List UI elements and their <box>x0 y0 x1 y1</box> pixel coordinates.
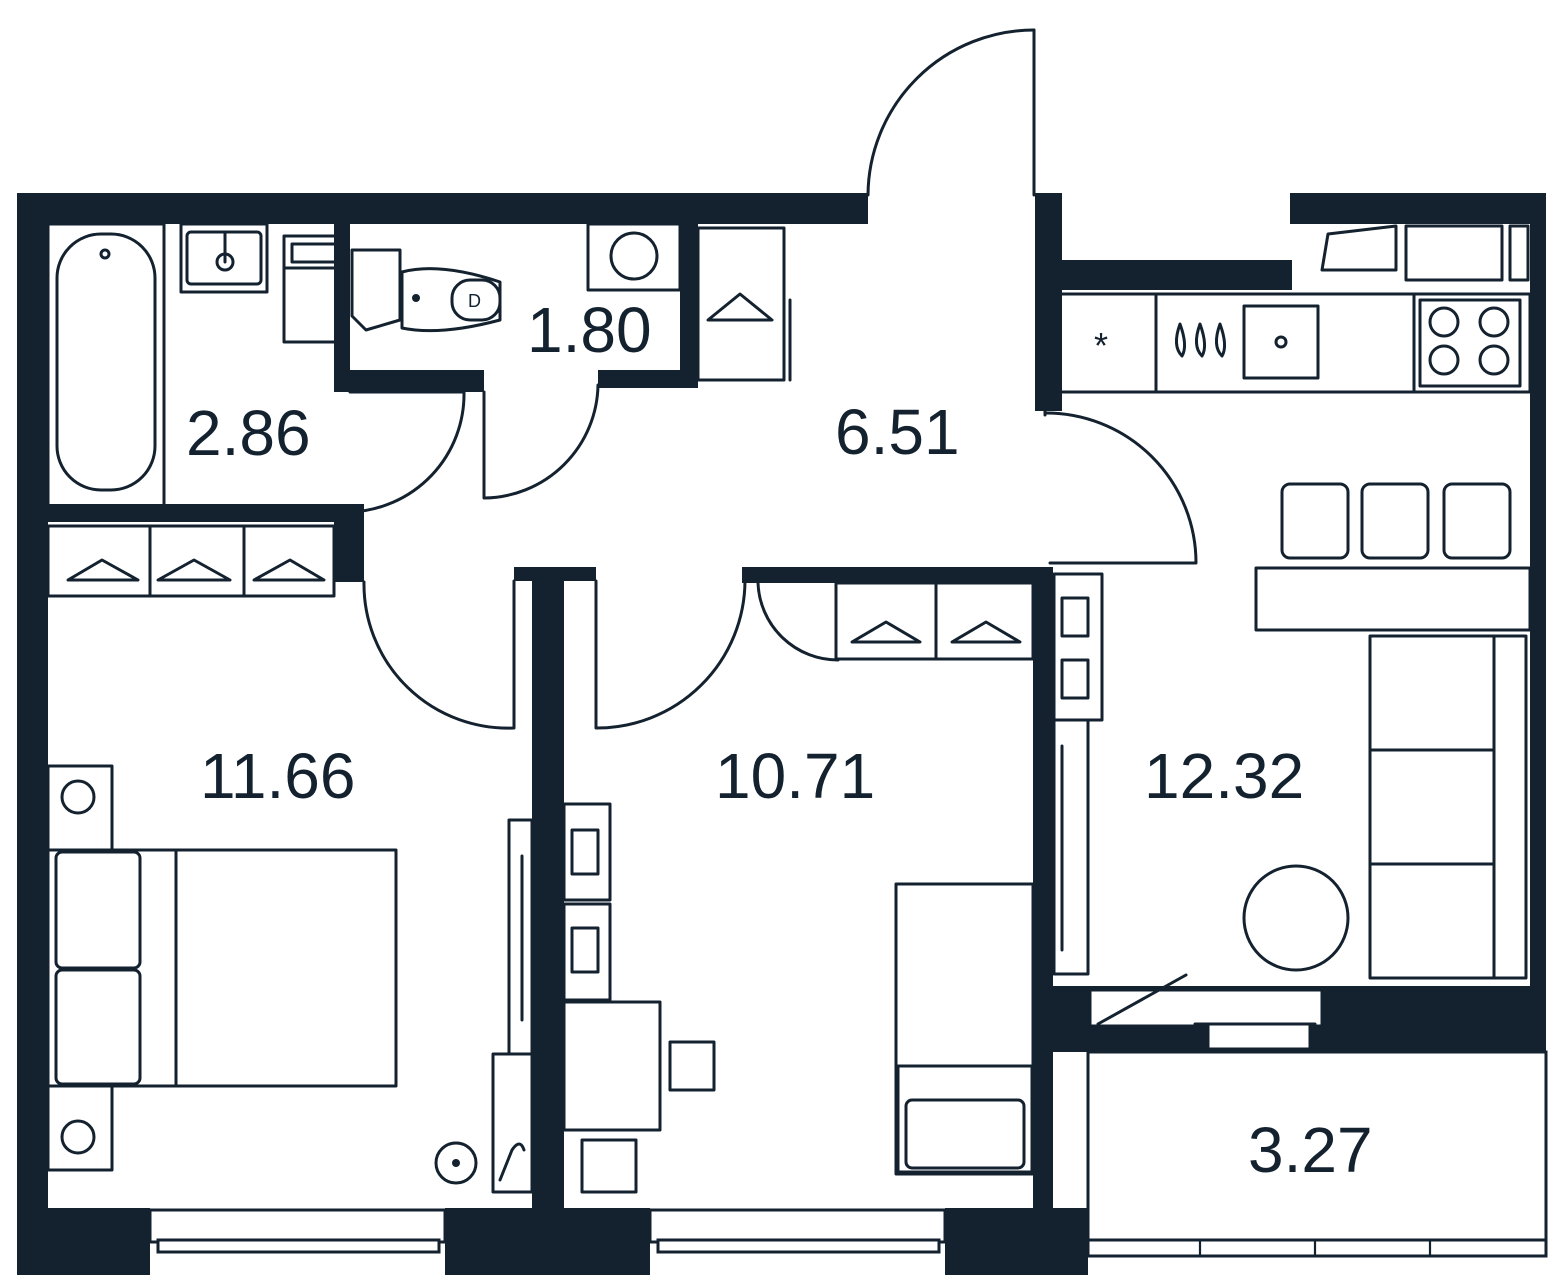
kitchen-living-area-label: 12.32 <box>1144 740 1304 812</box>
room-area-label: 10.71 <box>715 740 875 812</box>
bedroom-wardrobe <box>46 524 336 598</box>
top-wall-right <box>1290 193 1546 224</box>
bedroom-dresser <box>434 818 534 1194</box>
toilet-icon: D <box>350 248 502 333</box>
table-icon <box>1254 566 1532 632</box>
room-shelves <box>562 802 612 1002</box>
bath-corner <box>334 504 364 582</box>
bed-icon <box>46 764 398 1172</box>
wardrobe <box>696 226 792 382</box>
bath-bottom-wall <box>48 504 352 522</box>
left-wall <box>17 193 48 1275</box>
hanger-icon <box>252 558 326 582</box>
balcony-floor <box>1086 1050 1548 1244</box>
chair-icon <box>1442 482 1512 560</box>
chair-icon <box>1360 482 1430 560</box>
hanger-icon <box>850 620 922 644</box>
hanger-icon <box>706 292 774 322</box>
svg-text:D: D <box>468 291 481 311</box>
hallway-area-label: 6.51 <box>835 396 960 468</box>
kitchen-cabinet <box>1052 572 1104 976</box>
washing-machine-icon <box>586 222 682 292</box>
bottom-wall-1 <box>17 1208 150 1275</box>
kitchen-chairs <box>1254 482 1532 632</box>
hanger-icon <box>156 558 232 582</box>
kitchen-left-wall <box>1035 193 1062 411</box>
right-wall <box>1530 193 1546 1013</box>
balcony-rail <box>1086 1238 1548 1258</box>
kitchen-niche-wall <box>1035 260 1292 290</box>
bathtub-icon <box>46 222 166 508</box>
hanger-icon <box>950 620 1022 644</box>
toilet-bottom-wall-right <box>598 370 698 388</box>
bottom-wall-3 <box>945 1208 1088 1275</box>
walls <box>17 193 1546 1275</box>
bath-toilet-wall <box>334 224 350 392</box>
chair-icon <box>1280 482 1350 560</box>
kitchen-counter: * <box>1052 224 1532 394</box>
room-top-wall <box>742 567 1052 583</box>
chair-icon <box>580 1040 716 1194</box>
bedroom-room-wall <box>532 568 564 1275</box>
toilet-area-label: 1.80 <box>527 294 652 366</box>
stove-icon <box>1418 298 1522 388</box>
window-icon <box>148 973 1324 1254</box>
sink-icon <box>179 222 269 294</box>
toilet-right-wall <box>680 224 698 388</box>
room-closet <box>834 581 1035 661</box>
toilet-bottom-wall-left <box>334 370 484 392</box>
single-bed-icon <box>894 882 1035 1176</box>
washing-machine-icon <box>282 234 350 344</box>
coffee-table <box>1242 864 1350 972</box>
table-icon <box>562 1000 662 1132</box>
sofa-icon <box>1368 634 1528 980</box>
hall-wall-segment <box>514 567 596 581</box>
top-wall-left <box>17 193 868 224</box>
balcony-area-label: 3.27 <box>1248 1114 1373 1186</box>
bathroom-area-label: 2.86 <box>186 397 311 469</box>
bedroom-area-label: 11.66 <box>200 740 355 812</box>
fridge-icon: * <box>1094 325 1108 366</box>
room-kitchen-wall <box>1033 567 1053 1272</box>
hanger-icon <box>66 558 140 582</box>
door-icon <box>348 28 1198 730</box>
